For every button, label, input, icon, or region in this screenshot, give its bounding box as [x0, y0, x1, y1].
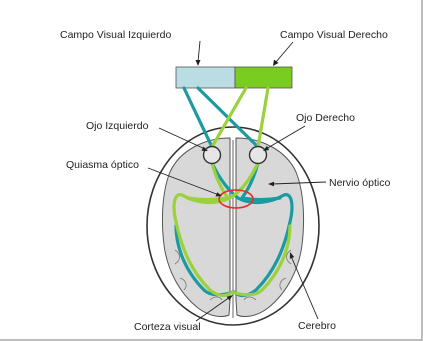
label-right-eye: Ojo Derecho — [296, 112, 355, 124]
label-optic-nerve: Nervio óptico — [329, 177, 390, 189]
label-left-eye: Ojo Izquierdo — [86, 120, 149, 132]
label-visual-cortex: Corteza visual — [134, 321, 201, 333]
right-eye-circle — [250, 147, 267, 164]
label-left-visual-field: Campo Visual Izquierdo — [60, 29, 171, 41]
left-eye-circle — [204, 147, 221, 164]
label-brain: Cerebro — [298, 320, 336, 332]
label-optic-chiasm: Quiasma óptico — [66, 159, 139, 171]
left-visual-field-box — [176, 67, 235, 88]
label-right-visual-field: Campo Visual Derecho — [280, 29, 388, 41]
right-visual-field-box — [235, 67, 292, 88]
